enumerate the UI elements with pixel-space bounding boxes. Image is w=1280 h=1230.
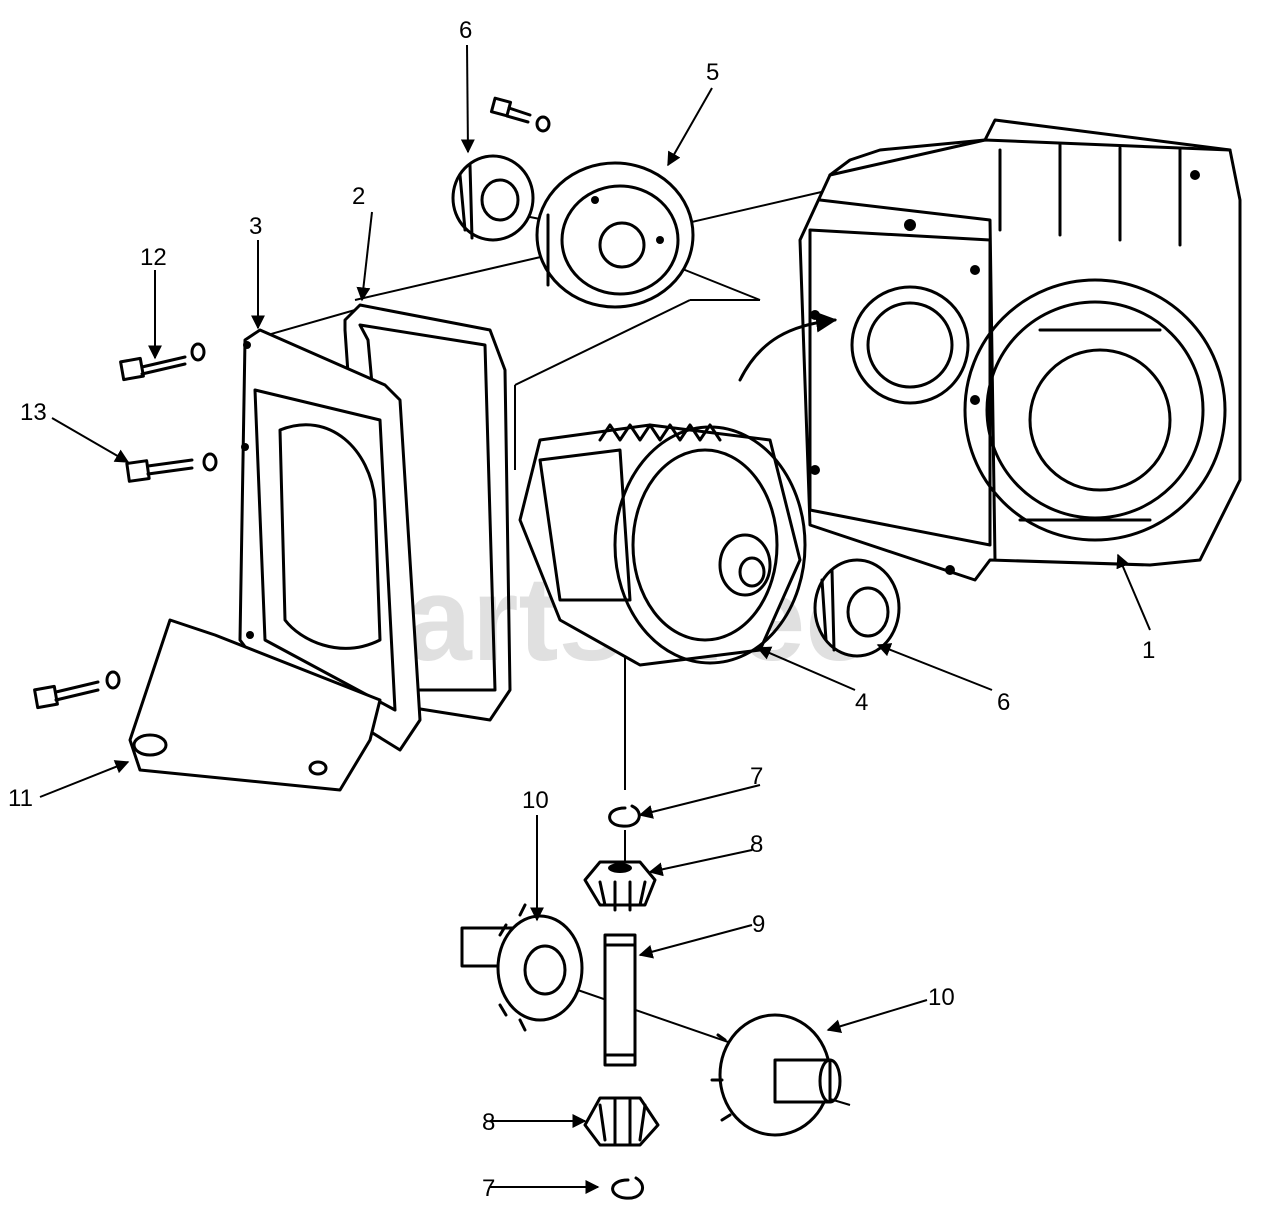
side-gear-left [460,903,584,1032]
callout-10-right: 10 [928,984,955,1011]
callout-5: 5 [706,59,719,86]
callout-7-bottom: 7 [482,1175,495,1202]
side-gear-right [710,1013,842,1137]
callout-13: 13 [20,399,47,426]
rotation-arrow [738,311,838,382]
hub-flange [535,161,695,309]
callout-2: 2 [352,183,365,210]
mounting-bracket [128,618,382,792]
pinion-gear-bottom [583,1096,660,1147]
callout-1: 1 [1142,637,1155,664]
bolt-12 [119,342,206,382]
transmission-housing [798,118,1242,582]
snap-ring-top [608,804,641,828]
bolt-top [489,96,551,133]
callout-labels: 1 2 3 4 5 6 6 7 7 8 8 9 10 10 11 12 13 [8,17,1155,1202]
callout-6-top: 6 [459,17,472,44]
callout-10-left: 10 [522,787,549,814]
cross-shaft [603,933,637,1067]
ring-gear-assembly [518,423,807,667]
callout-3: 3 [249,213,262,240]
bolt-bracket [33,670,121,710]
bearing-bottom [813,558,901,658]
callout-7-top: 7 [750,763,763,790]
leader-lines [39,44,1151,1194]
callout-6-bottom: 6 [997,689,1010,716]
callout-9: 9 [752,911,765,938]
callout-12: 12 [140,244,167,271]
snap-ring-bottom [611,1176,645,1200]
callout-4: 4 [855,689,868,716]
callout-8-bottom: 8 [482,1109,495,1136]
callout-11: 11 [8,785,33,812]
bearing-top [451,154,535,242]
bolt-13 [125,452,218,483]
pinion-gear-top [583,860,657,912]
callout-8-top: 8 [750,831,763,858]
